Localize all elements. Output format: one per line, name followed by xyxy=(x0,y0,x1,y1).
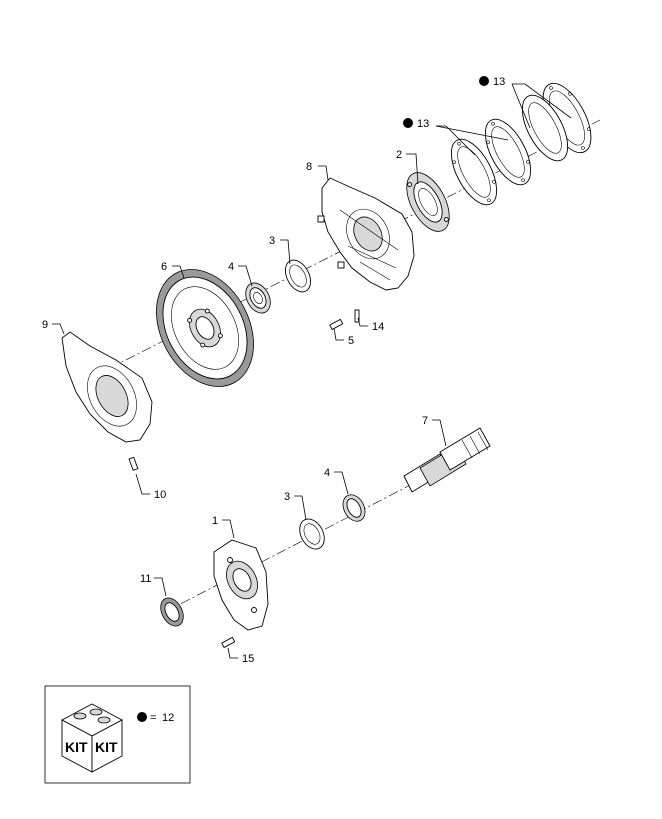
kit-legend: KIT KIT = 12 xyxy=(44,685,191,784)
bearing-cone-4-lower xyxy=(342,494,366,522)
kit-label-left: KIT xyxy=(65,739,88,755)
callout-9: 9 xyxy=(42,319,48,331)
cover-9 xyxy=(61,331,153,443)
callout-15: 15 xyxy=(242,653,254,665)
leader-lines xyxy=(52,83,572,659)
callout-7: 7 xyxy=(422,415,428,427)
cover-plate-2 xyxy=(406,172,450,232)
legend-value: 12 xyxy=(162,712,174,724)
callout-13-upper: 13 xyxy=(479,76,505,88)
screw-15 xyxy=(221,636,236,649)
callout-14: 14 xyxy=(372,321,384,333)
kit-label-right: KIT xyxy=(95,739,118,755)
callout-2: 2 xyxy=(396,149,402,161)
callout-13-lower-text: 13 xyxy=(417,118,429,130)
callout-13-lower: 13 xyxy=(403,118,429,130)
kit-box-icon: KIT KIT xyxy=(61,703,123,773)
bullet-dot-icon xyxy=(403,118,413,128)
gasket-pair-13 xyxy=(450,82,592,206)
callout-8: 8 xyxy=(306,161,312,173)
callout-10: 10 xyxy=(154,489,166,501)
callout-6: 6 xyxy=(161,261,167,273)
screw-5 xyxy=(329,318,344,331)
seal-11 xyxy=(160,597,184,627)
callout-4-lower: 4 xyxy=(324,467,330,479)
bullet-dot-icon xyxy=(137,712,147,722)
bearing-cup-3-lower xyxy=(299,518,325,550)
callout-13-upper-text: 13 xyxy=(493,76,505,88)
callout-1: 1 xyxy=(212,515,218,527)
callout-3-lower: 3 xyxy=(284,491,290,503)
legend-equals: = xyxy=(150,712,156,724)
bearing-cone-4-upper xyxy=(245,282,271,314)
gear-6 xyxy=(156,269,254,387)
callout-3-upper: 3 xyxy=(269,235,275,247)
housing-8 xyxy=(317,177,415,291)
shaft-7 xyxy=(403,427,491,493)
pin-14 xyxy=(354,309,360,323)
callout-5: 5 xyxy=(348,335,354,347)
callout-4-upper: 4 xyxy=(228,261,234,273)
bullet-dot-icon xyxy=(479,76,489,86)
screw-10 xyxy=(128,456,139,471)
housing-1 xyxy=(213,539,269,631)
bearing-cup-3-upper xyxy=(284,259,312,293)
callout-11: 11 xyxy=(140,573,151,585)
